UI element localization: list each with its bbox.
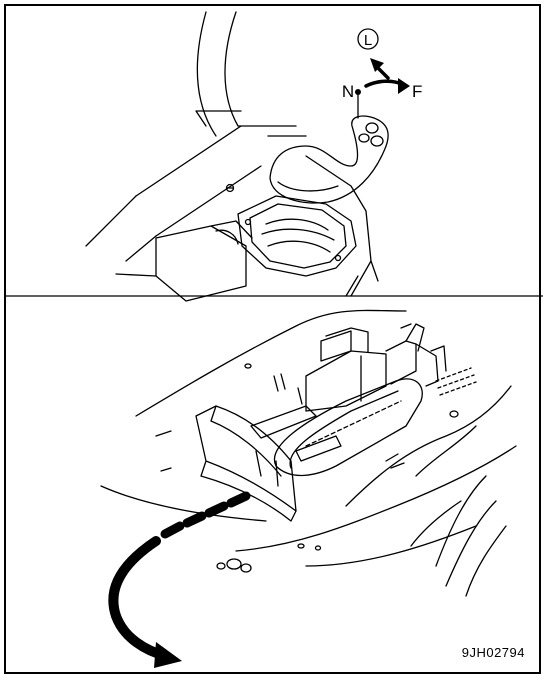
joystick-base — [238, 116, 388, 276]
arrow-to-forward-icon — [398, 78, 410, 94]
label-forward: F — [412, 82, 422, 101]
label-neutral: N — [342, 82, 354, 101]
grip-button-upper — [366, 123, 378, 133]
shift-indicator: L N F — [342, 29, 423, 118]
illustration: L N F — [6, 6, 543, 676]
left-tank — [116, 221, 252, 301]
console-back-curve — [225, 12, 296, 126]
bolt-icon — [336, 256, 341, 261]
figure-frame: L N F — [4, 4, 541, 674]
bulldozer — [196, 324, 446, 521]
grip-button-lower — [371, 136, 383, 146]
travel-direction-arrow — [113, 496, 246, 668]
cab-interior — [86, 12, 378, 296]
terrain — [101, 310, 516, 596]
figure-code: 9JH02794 — [462, 645, 525, 660]
joystick-grip — [270, 116, 388, 203]
label-low: L — [364, 32, 372, 49]
arrow-head-icon — [154, 642, 182, 668]
